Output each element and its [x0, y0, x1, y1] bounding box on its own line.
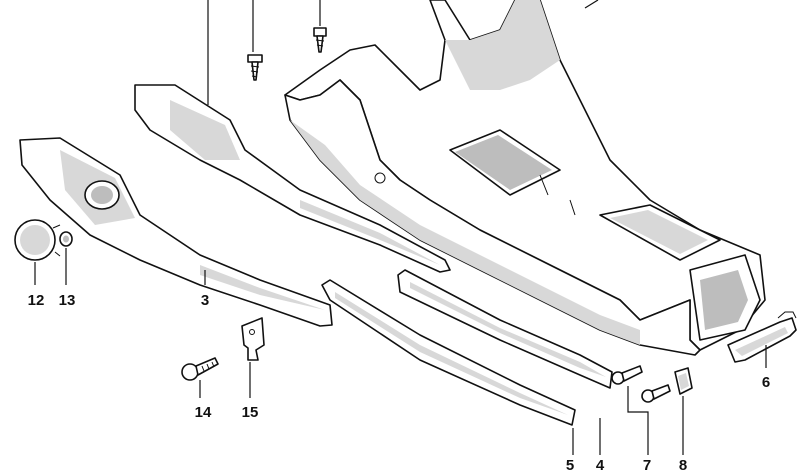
- part-number-3: 3: [201, 292, 209, 309]
- part-number-labels: 12 13 3 14 15 6 5 4 7 8: [28, 292, 771, 473]
- part-5-strip: [321, 279, 576, 426]
- part-number-12: 12: [28, 292, 45, 309]
- part-number-8: 8: [679, 457, 687, 473]
- center-console: [284, 0, 766, 356]
- part-14-screw: [181, 357, 219, 381]
- part-7-screws: [611, 365, 671, 403]
- part-number-15: 15: [242, 404, 259, 421]
- part-number-5: 5: [566, 457, 574, 473]
- part-8-clip: [674, 367, 693, 395]
- part-number-4: 4: [596, 457, 605, 473]
- part-number-14: 14: [195, 404, 212, 421]
- part-6-rear-cover: [727, 311, 797, 363]
- part-number-13: 13: [59, 292, 76, 309]
- part-13-ring: [59, 231, 73, 247]
- part-number-7: 7: [643, 457, 651, 473]
- part-number-6: 6: [762, 374, 770, 391]
- part-12-speaker-grille: [14, 219, 61, 261]
- part-3-lower-trim: [19, 137, 333, 327]
- leader-top-right: [584, 0, 599, 9]
- part-2-upper-trim: [134, 84, 451, 273]
- part-16-screws: [247, 27, 327, 81]
- leader-7: [627, 386, 649, 455]
- leader-lines: [34, 0, 767, 455]
- part-15-bracket: [241, 317, 265, 361]
- part-4-strip: [397, 269, 613, 389]
